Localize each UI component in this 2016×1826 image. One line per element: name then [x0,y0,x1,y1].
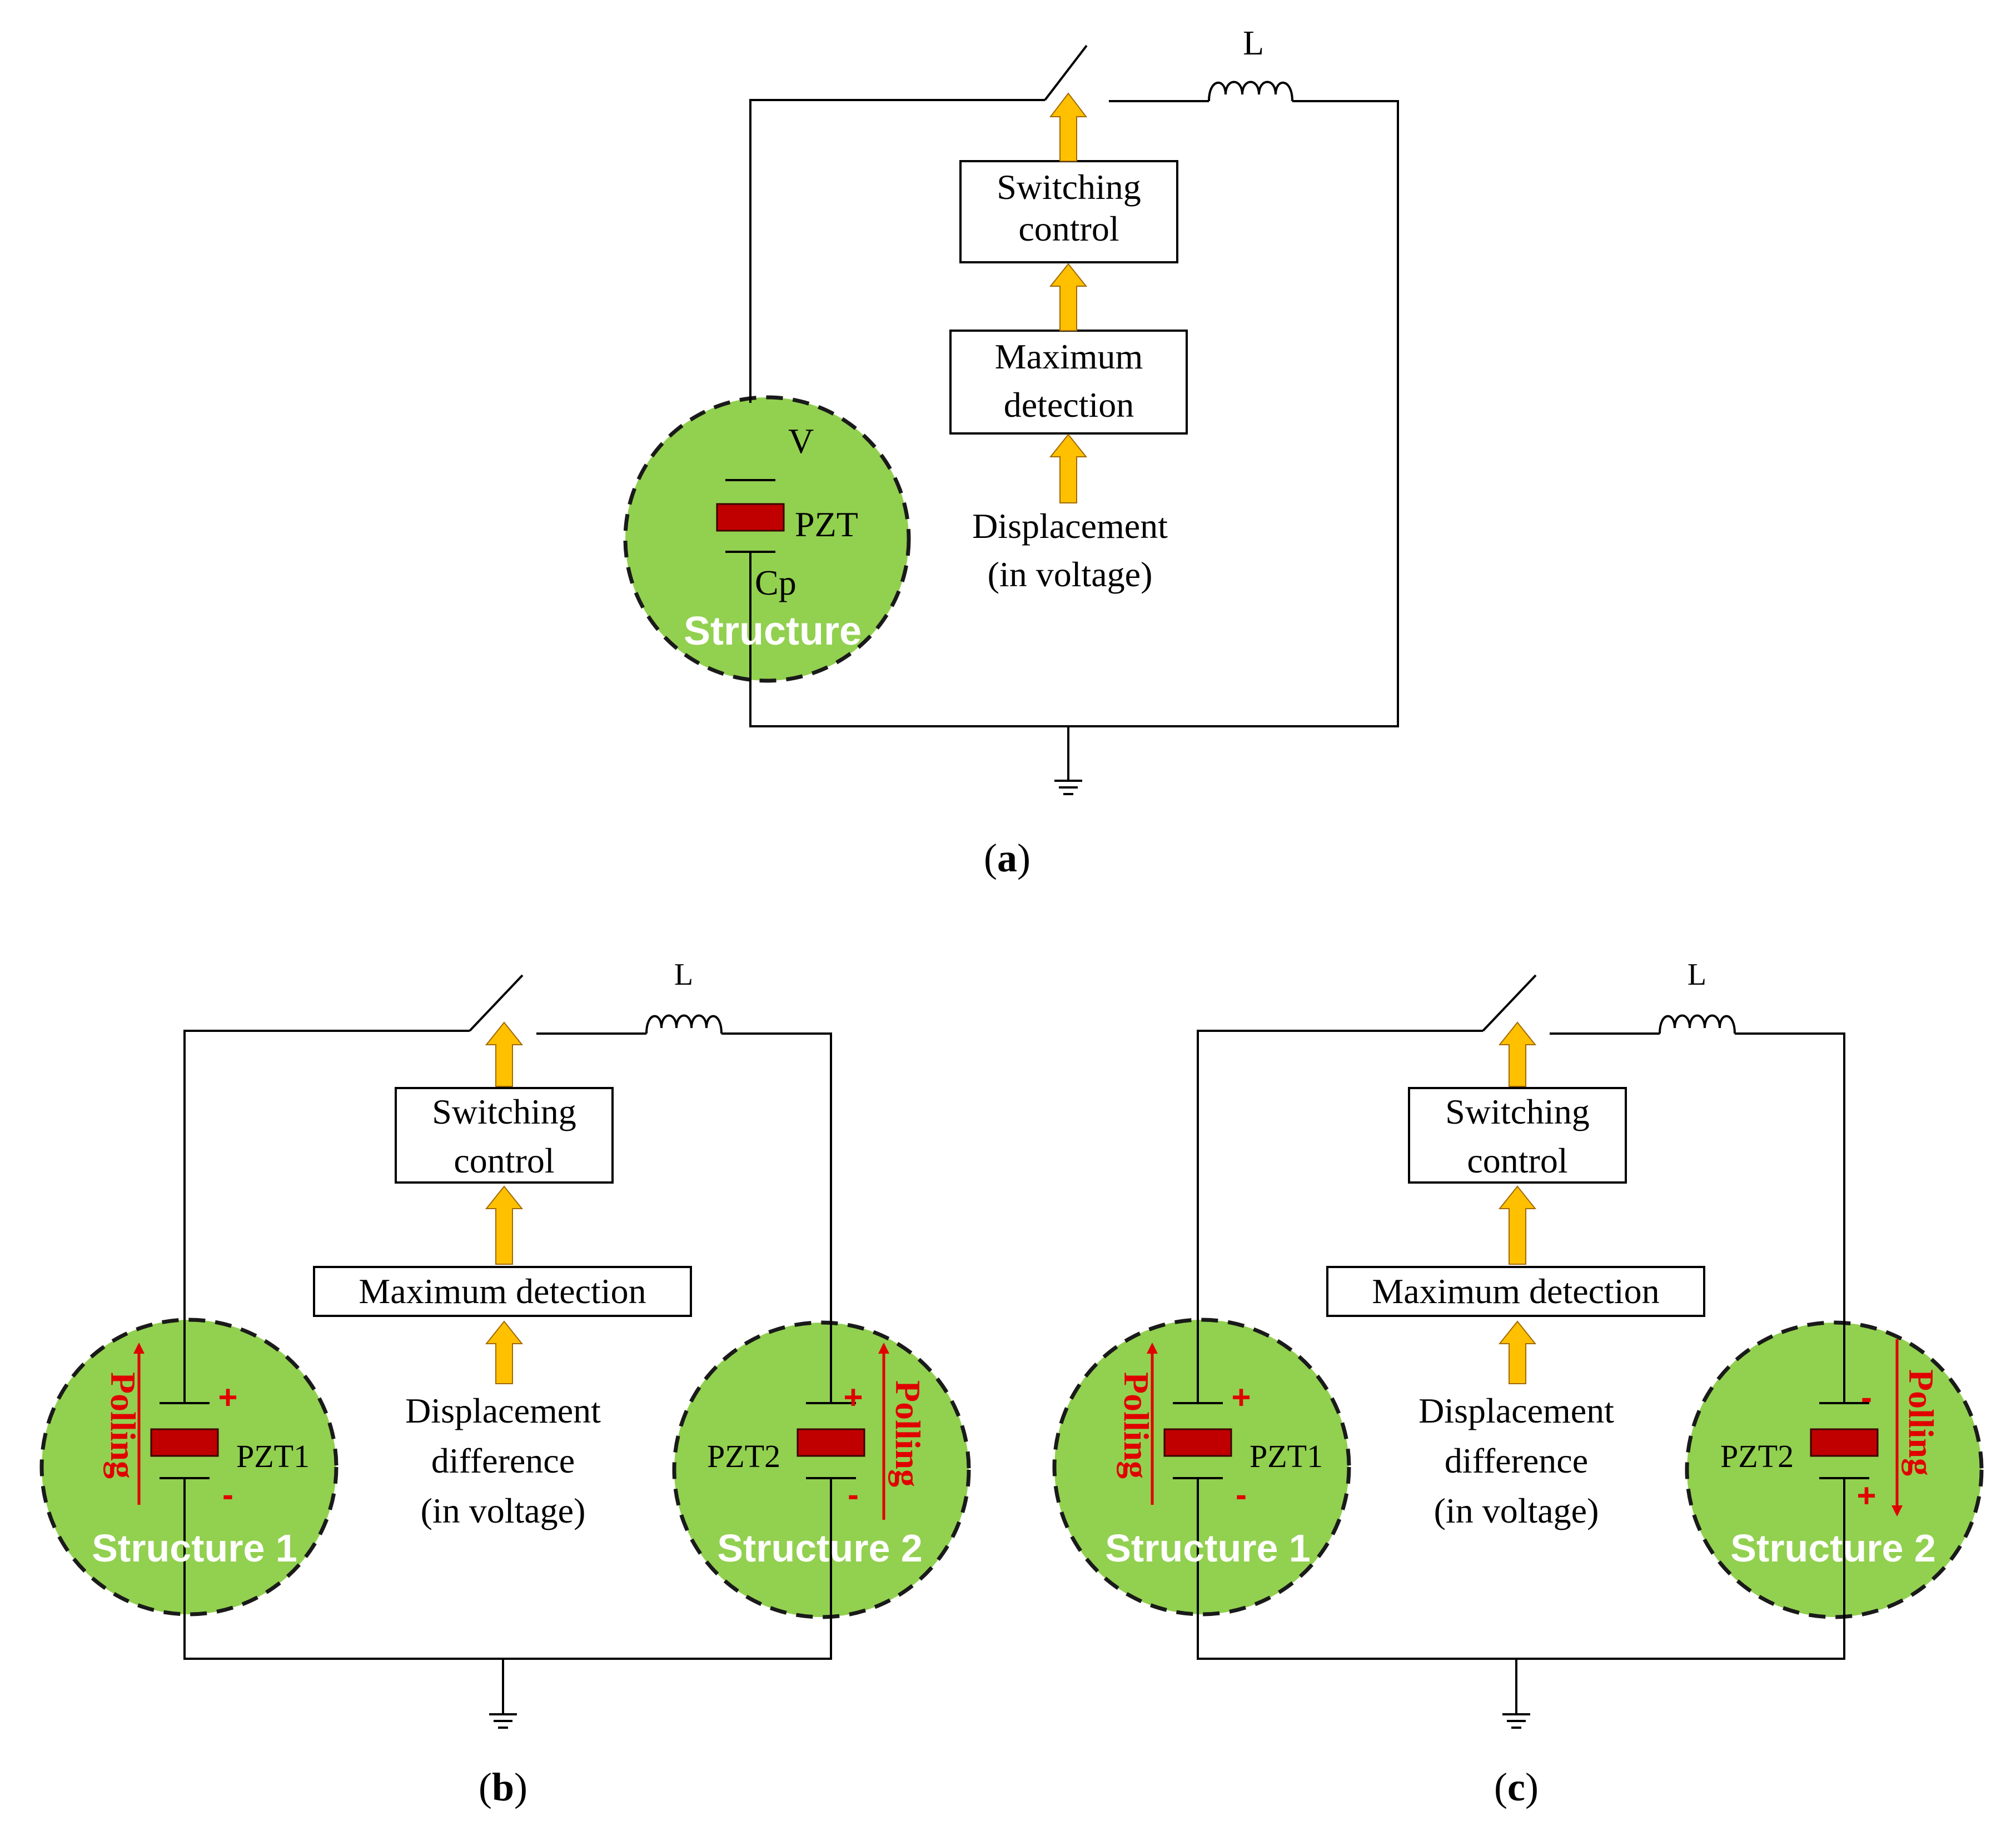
maximum-detection-box [313,1266,692,1317]
signal-arrow-icon [485,1185,524,1265]
input-label-line1: Displacement [405,1391,601,1430]
pzt1-label: PZT1 [236,1438,310,1474]
structure-label: Structure [684,609,862,653]
switching-control-line2: control [1467,1141,1567,1180]
pzt1-top-sign: + [1231,1379,1251,1416]
pzt1-label: PZT1 [1250,1438,1323,1474]
switching-control-box [1408,1087,1627,1184]
panel-a: L Switching control Maximum detection Di… [623,24,1399,880]
inductor-coil [645,1014,723,1034]
panel-caption-letter: c [1507,1765,1525,1809]
pzt-label: PZT [795,505,858,544]
maximum-detection-box [1326,1266,1705,1317]
panel-b: L Switching control Maximum detection Di… [39,957,971,1809]
switching-control-box [395,1087,614,1184]
structure-circle [623,395,911,683]
ground-icon [1054,726,1082,795]
structure-1-label: Structure 1 [92,1526,297,1570]
inductor-coil [1659,1014,1736,1034]
switching-control-box [959,160,1178,263]
signal-arrow-icon [1498,1320,1537,1384]
signal-arrow-icon [1498,1185,1537,1265]
pzt2-top-sign: + [843,1379,863,1416]
panel-caption-letter: a [997,836,1017,880]
signal-arrow-icon [1049,263,1088,331]
inductor-coil [1208,81,1293,102]
structure-1-label: Structure 1 [1105,1526,1311,1570]
pzt1-top-sign: + [218,1379,237,1416]
maximum-detection-line1: Maximum [995,337,1143,376]
maximum-detection-label: Maximum detection [1372,1271,1659,1311]
signal-arrow-icon [485,1021,524,1087]
input-label-line3: (in voltage) [1434,1491,1599,1530]
pzt1-element [1163,1428,1232,1457]
pzt1-polling-label: Polling [103,1372,143,1479]
structure-2-circle [1685,1320,1984,1619]
maximum-detection-label: Maximum detection [359,1271,646,1311]
structure-1-circle [39,1318,339,1617]
switch-blade [469,974,524,1032]
panel-caption-letter: b [492,1765,514,1809]
pzt2-bottom-sign: - [848,1476,859,1513]
inductor-label: L [1243,24,1264,62]
inductor-label: L [674,957,693,992]
panel-caption: (a) [984,836,1031,880]
panel-caption: (c) [1494,1765,1539,1809]
switch-blade [1044,44,1088,101]
signal-arrow-icon [1049,92,1088,162]
input-label-line3: (in voltage) [421,1491,586,1530]
right-wire [721,1032,832,1403]
input-label-line1: Displacement [1418,1391,1614,1430]
left-wire [183,1030,470,1403]
capacitance-label: Cp [755,563,797,602]
pzt1-bottom-sign: - [1236,1476,1247,1513]
switching-control-line2: control [454,1141,554,1180]
switching-control-line2: control [1018,209,1119,248]
ground-icon [1502,1659,1530,1729]
switching-control-line1: Switching [997,167,1141,207]
signal-arrow-icon [485,1320,524,1384]
voltage-label: V [788,421,814,461]
structure-2-label: Structure 2 [717,1526,923,1570]
panel-caption: (b) [479,1765,527,1809]
signal-arrow-icon [1498,1021,1537,1087]
pzt2-polling-label: Polling [1901,1369,1941,1476]
left-wire [1197,1030,1483,1403]
signal-arrow-icon [1049,433,1088,503]
pzt2-element [1810,1428,1879,1457]
pzt2-bottom-sign: + [1856,1477,1876,1514]
panel-c: L Switching control Maximum detection Di… [1052,957,1984,1809]
pzt2-label: PZT2 [707,1438,780,1474]
pzt2-element [797,1428,865,1457]
bottom-wire [183,1478,832,1660]
input-label-line1: Displacement [972,506,1168,546]
pzt-element [716,503,785,532]
pzt1-bottom-sign: - [222,1476,233,1513]
structure-2-circle [672,1320,971,1619]
switching-control-line1: Switching [432,1092,576,1131]
structure-1-circle [1052,1318,1351,1617]
switch-blade [1482,974,1537,1032]
input-label-line2: (in voltage) [988,555,1153,594]
pzt1-element [150,1428,219,1457]
inductor-label: L [1688,957,1706,992]
pzt2-polling-label: Polling [888,1380,928,1487]
maximum-detection-box [949,330,1188,435]
switching-control-line1: Switching [1445,1092,1590,1131]
pzt1-polling-label: Polling [1117,1372,1156,1479]
maximum-detection-line2: detection [1004,385,1134,425]
ground-icon [489,1659,517,1729]
input-label-line2: difference [1445,1441,1588,1480]
structure-2-label: Structure 2 [1730,1526,1936,1570]
left-wire [749,99,1045,403]
input-label-line2: difference [431,1441,575,1480]
pzt2-label: PZT2 [1720,1438,1794,1474]
right-and-bottom-wire [749,100,1399,727]
pzt2-top-sign: - [1861,1379,1872,1416]
right-wire [1735,1032,1845,1403]
bottom-wire [1197,1478,1845,1660]
